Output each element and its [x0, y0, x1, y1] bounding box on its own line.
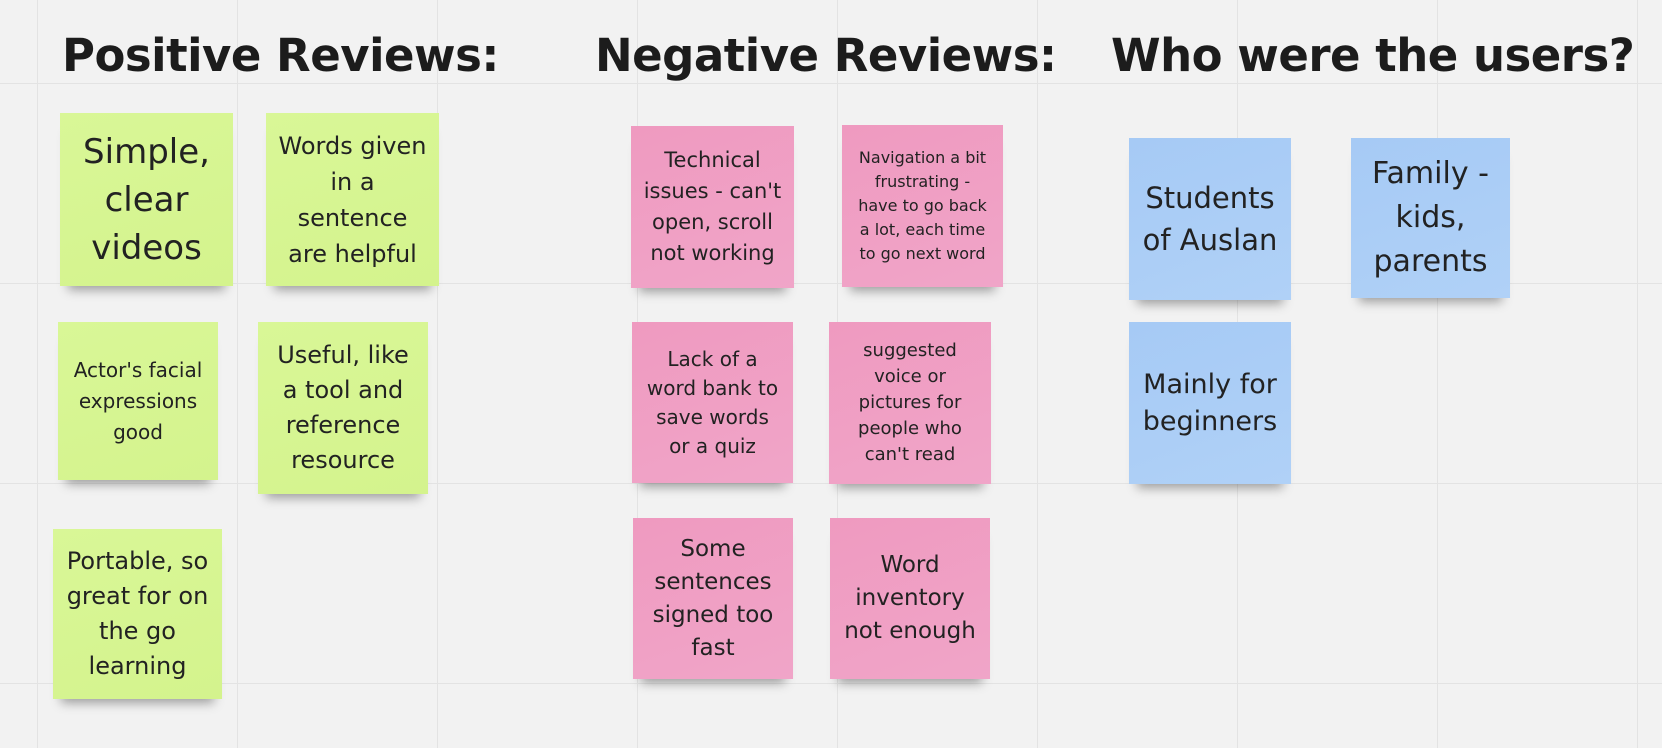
- sticky-note-negative[interactable]: Word inventory not enough: [830, 518, 990, 679]
- sticky-note-negative[interactable]: suggested voice or pictures for people w…: [829, 322, 991, 484]
- sticky-note-negative[interactable]: Lack of a word bank to save words or a q…: [632, 322, 793, 483]
- note-text: Portable, so great for on the go learnin…: [66, 547, 209, 680]
- note-text: Navigation a bit frustrating - have to g…: [858, 148, 987, 263]
- note-text: Students of Auslan: [1142, 181, 1278, 257]
- note-text: Some sentences signed too fast: [652, 535, 774, 661]
- sticky-note-negative[interactable]: Navigation a bit frustrating - have to g…: [842, 125, 1003, 287]
- note-text: Words given in a sentence are helpful: [278, 131, 427, 268]
- sticky-note-positive[interactable]: Actor's facial expressions good: [58, 322, 218, 480]
- sticky-note-users[interactable]: Students of Auslan: [1129, 138, 1291, 300]
- note-text: Simple, clear videos: [83, 131, 210, 268]
- sticky-note-negative[interactable]: Some sentences signed too fast: [633, 518, 793, 679]
- note-text: Word inventory not enough: [844, 552, 976, 644]
- note-text: Family - kids, parents: [1372, 156, 1489, 279]
- sticky-note-negative[interactable]: Technical issues - can't open, scroll no…: [631, 126, 794, 288]
- sticky-note-users[interactable]: Family - kids, parents: [1351, 138, 1510, 298]
- note-text: Mainly for beginners: [1142, 369, 1278, 437]
- heading-negative-reviews: Negative Reviews:: [595, 29, 1057, 82]
- note-text: Actor's facial expressions good: [73, 357, 203, 444]
- sticky-note-positive[interactable]: Portable, so great for on the go learnin…: [53, 529, 222, 699]
- note-text: Technical issues - can't open, scroll no…: [643, 148, 782, 265]
- sticky-note-positive[interactable]: Words given in a sentence are helpful: [266, 113, 439, 286]
- note-text: Lack of a word bank to save words or a q…: [646, 346, 779, 458]
- note-text: Useful, like a tool and reference resour…: [277, 341, 409, 474]
- sticky-note-positive[interactable]: Simple, clear videos: [60, 113, 233, 286]
- heading-positive-reviews: Positive Reviews:: [62, 29, 499, 82]
- sticky-note-users[interactable]: Mainly for beginners: [1129, 322, 1291, 484]
- heading-who-were-the-users: Who were the users?: [1111, 29, 1635, 82]
- note-text: suggested voice or pictures for people w…: [858, 340, 962, 465]
- sticky-note-positive[interactable]: Useful, like a tool and reference resour…: [258, 322, 428, 494]
